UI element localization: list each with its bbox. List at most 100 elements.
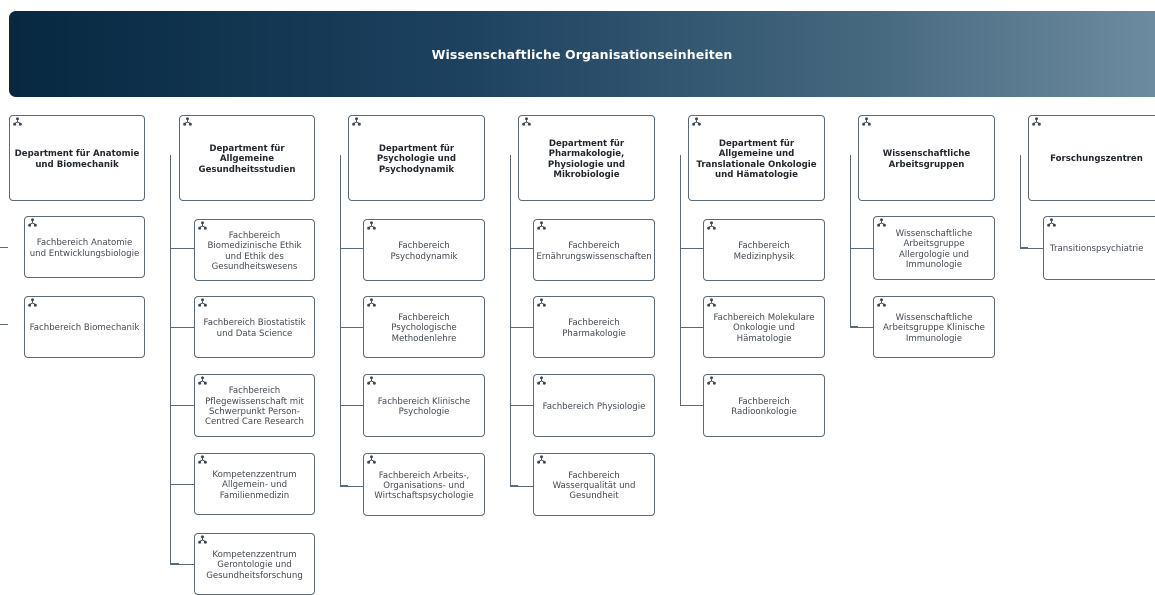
connector <box>510 155 518 486</box>
hierarchy-icon <box>367 221 377 231</box>
dept-node[interactable]: Department für Allgemeine und Translatio… <box>688 115 825 201</box>
unit-node[interactable]: Fachbereich Physiologie <box>533 374 655 437</box>
dept-node[interactable]: Forschungszentren <box>1028 115 1155 201</box>
connector <box>340 155 348 486</box>
hierarchy-icon <box>352 117 362 127</box>
hierarchy-icon <box>522 117 532 127</box>
unit-label: Transitionspsychiatrie <box>1050 244 1144 255</box>
connector <box>340 486 363 487</box>
connector <box>170 327 194 328</box>
hierarchy-icon <box>367 298 377 308</box>
connector <box>850 155 858 327</box>
connector <box>170 155 179 564</box>
hierarchy-icon <box>537 376 547 386</box>
hierarchy-icon <box>198 376 208 386</box>
unit-node[interactable]: Fachbereich Biomechanik <box>24 296 145 358</box>
unit-node[interactable]: Kompetenzzentrum Allgemein- und Familien… <box>194 453 315 515</box>
dept-node[interactable]: Department für Anatomie und Biomechanik <box>9 115 145 201</box>
hierarchy-icon <box>692 117 702 127</box>
unit-label: Fachbereich Arbeits-, Organisations- und… <box>374 470 474 502</box>
dept-label: Department für Psychologie und Psychodyn… <box>376 144 457 175</box>
diagram-header: Wissenschaftliche Organisationseinheiten <box>9 11 1155 97</box>
unit-node[interactable]: Wissenschaftliche Arbeitsgruppe Klinisch… <box>873 296 995 358</box>
unit-label: Fachbereich Biomechanik <box>29 323 140 334</box>
unit-label: Wissenschaftliche Arbeitsgruppe Klinisch… <box>883 313 985 344</box>
connector <box>0 155 8 248</box>
dept-node[interactable]: Department für Allgemeine Gesundheitsstu… <box>179 115 315 201</box>
dept-label: Department für Allgemeine und Translatio… <box>696 138 817 180</box>
hierarchy-icon <box>877 218 887 228</box>
hierarchy-icon <box>862 117 872 127</box>
unit-node[interactable]: Fachbereich Molekulare Onkologie und Häm… <box>703 296 825 358</box>
connector <box>510 327 533 328</box>
dept-label: Department für Anatomie und Biomechanik <box>14 149 140 170</box>
unit-node[interactable]: Fachbereich Klinische Psychologie <box>363 374 485 437</box>
unit-node[interactable]: Fachbereich Medizinphysik <box>703 219 825 281</box>
unit-node[interactable]: Fachbereich Biomedizinische Ethik und Et… <box>194 219 315 281</box>
unit-label: Fachbereich Physiologie <box>542 401 646 412</box>
connector <box>170 484 194 485</box>
connector <box>170 564 194 565</box>
hierarchy-icon <box>28 298 38 308</box>
hierarchy-icon <box>198 298 208 308</box>
connector <box>340 327 363 328</box>
dept-node[interactable]: Department für Psychologie und Psychodyn… <box>348 115 485 201</box>
hierarchy-icon <box>537 221 547 231</box>
unit-node[interactable]: Fachbereich Biostatistik und Data Scienc… <box>194 296 315 358</box>
unit-label: Fachbereich Psychodynamik <box>390 241 458 262</box>
connector <box>680 327 703 328</box>
unit-node[interactable]: Fachbereich Anatomie und Entwicklungsbio… <box>24 216 145 278</box>
dept-node[interactable]: Wissenschaftliche Arbeitsgruppen <box>858 115 995 201</box>
unit-node[interactable]: Transitionspsychiatrie <box>1043 216 1155 280</box>
dept-label: Department für Pharmakologie, Physiologi… <box>547 138 626 180</box>
dept-label: Department für Allgemeine Gesundheitsstu… <box>198 144 296 175</box>
hierarchy-icon <box>707 298 717 308</box>
unit-label: Fachbereich Molekulare Onkologie und Häm… <box>713 313 815 344</box>
unit-node[interactable]: Fachbereich Psychologische Methodenlehre <box>363 296 485 358</box>
unit-label: Kompetenzzentrum Allgemein- und Familien… <box>212 470 297 501</box>
connector <box>340 248 363 249</box>
connector <box>680 405 703 406</box>
dept-label: Forschungszentren <box>1050 154 1143 165</box>
connector <box>510 486 533 487</box>
hierarchy-icon <box>198 455 208 465</box>
unit-label: Fachbereich Ernährungswissenschaften <box>536 241 652 262</box>
connector <box>680 155 688 406</box>
hierarchy-icon <box>198 535 208 545</box>
diagram-title: Wissenschaftliche Organisationseinheiten <box>431 46 733 62</box>
hierarchy-icon <box>537 298 547 308</box>
unit-node[interactable]: Fachbereich Psychodynamik <box>363 219 485 281</box>
unit-node[interactable]: Fachbereich Pharmakologie <box>533 296 655 358</box>
hierarchy-icon <box>367 455 377 465</box>
hierarchy-icon <box>1047 218 1057 228</box>
connector <box>1020 248 1043 249</box>
unit-label: Kompetenzzentrum Gerontologie und Gesund… <box>206 550 303 581</box>
unit-label: Fachbereich Wasserqualität und Gesundhei… <box>552 470 636 502</box>
connector <box>170 248 194 249</box>
connector <box>510 405 533 406</box>
connector <box>850 327 873 328</box>
unit-node[interactable]: Fachbereich Ernährungswissenschaften <box>533 219 655 281</box>
unit-node[interactable]: Kompetenzzentrum Gerontologie und Gesund… <box>194 533 315 595</box>
connector <box>1020 155 1028 248</box>
unit-label: Fachbereich Psychologische Methodenlehre <box>391 313 457 344</box>
connector <box>340 405 363 406</box>
unit-label: Fachbereich Pflegewissenschaft mit Schwe… <box>205 386 304 428</box>
unit-label: Fachbereich Anatomie und Entwicklungsbio… <box>29 238 140 259</box>
hierarchy-icon <box>707 376 717 386</box>
unit-node[interactable]: Fachbereich Wasserqualität und Gesundhei… <box>533 453 655 516</box>
connector <box>0 155 8 325</box>
hierarchy-icon <box>183 117 193 127</box>
unit-label: Fachbereich Biomedizinische Ethik und Et… <box>207 230 302 272</box>
connector <box>680 248 703 249</box>
unit-node[interactable]: Fachbereich Arbeits-, Organisations- und… <box>363 453 485 516</box>
hierarchy-icon <box>28 218 38 228</box>
hierarchy-icon <box>367 376 377 386</box>
unit-node[interactable]: Fachbereich Pflegewissenschaft mit Schwe… <box>194 374 315 437</box>
unit-node[interactable]: Fachbereich Radioonkologie <box>703 374 825 437</box>
unit-label: Wissenschaftliche Arbeitsgruppe Allergol… <box>895 228 973 270</box>
unit-label: Fachbereich Klinische Psychologie <box>377 396 471 417</box>
dept-node[interactable]: Department für Pharmakologie, Physiologi… <box>518 115 655 201</box>
unit-label: Fachbereich Pharmakologie <box>562 318 626 339</box>
unit-node[interactable]: Wissenschaftliche Arbeitsgruppe Allergol… <box>873 216 995 280</box>
